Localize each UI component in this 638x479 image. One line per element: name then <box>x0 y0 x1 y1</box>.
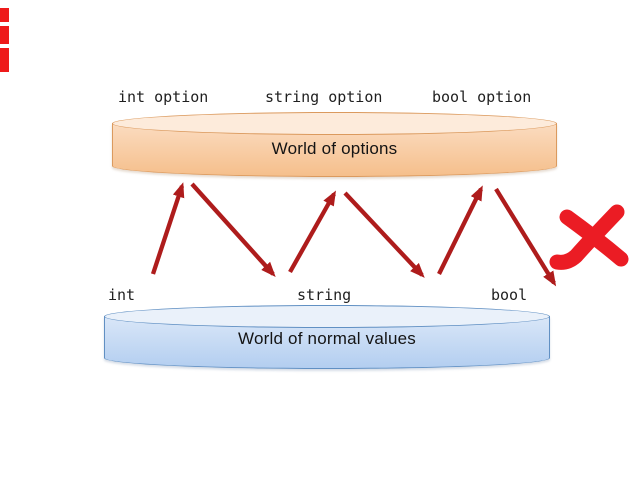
values-cylinder-lid <box>104 305 550 328</box>
left-edge-red-dash <box>0 26 9 44</box>
arrow-int-option-to-string <box>190 182 276 277</box>
arrow-string-option-to-bool <box>343 191 425 278</box>
x-mark-stroke <box>549 204 625 270</box>
arrow-int-to-int-option <box>150 182 185 275</box>
arrow-bool-option-to-nothing <box>494 187 557 287</box>
left-edge-red-dash <box>0 48 9 72</box>
label-int: int <box>108 286 136 304</box>
label-bool-option: bool option <box>432 88 532 106</box>
left-edge-red-dash <box>0 8 9 22</box>
options-cylinder-label: World of options <box>271 139 398 158</box>
label-int-option: int option <box>118 88 209 106</box>
x-mark-stroke <box>559 209 629 267</box>
values-cylinder-label: World of normal values <box>238 329 416 348</box>
arrow-bool-to-bool-option <box>437 185 483 275</box>
x-mark-icon <box>549 204 629 270</box>
options-cylinder-lid <box>112 112 557 135</box>
arrow-string-to-string-option <box>288 190 336 274</box>
label-bool: bool <box>491 286 528 304</box>
label-string-option: string option <box>265 88 383 106</box>
label-string: string <box>297 286 352 304</box>
